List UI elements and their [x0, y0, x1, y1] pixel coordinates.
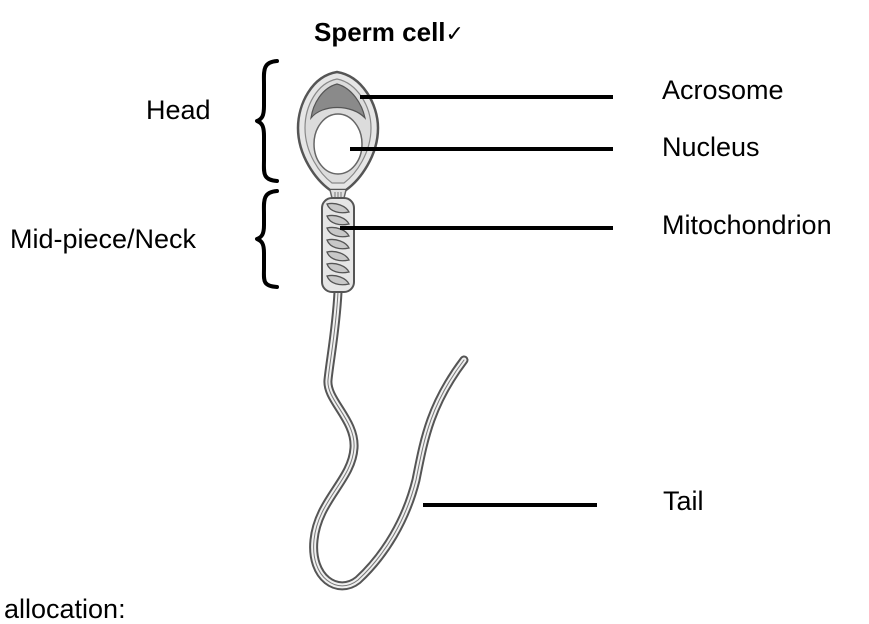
midpiece-brace	[257, 191, 277, 287]
tail	[314, 292, 464, 586]
nucleus	[314, 114, 362, 174]
head-brace	[257, 61, 277, 181]
sperm-cell-diagram	[0, 0, 869, 610]
